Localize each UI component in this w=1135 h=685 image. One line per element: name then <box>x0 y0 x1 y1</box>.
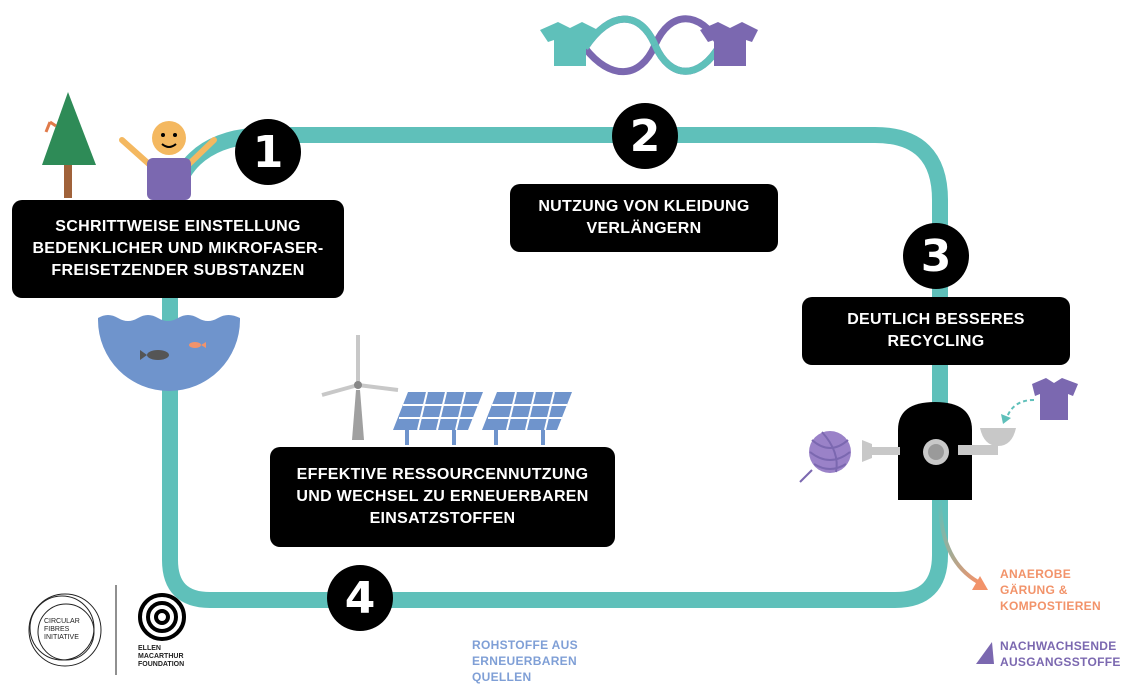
step-3-badge: 3 <box>903 223 969 289</box>
step-3-box: DEUTLICH BESSERES RECYCLING <box>802 297 1070 365</box>
renewable-feedstock-label: NACHWACHSENDE AUSGANGSSTOFFE <box>1000 639 1121 669</box>
person-icon <box>119 121 217 200</box>
emf-logo <box>138 593 186 641</box>
renewable-triangle-icon <box>976 642 994 664</box>
solar-panels-icon <box>393 391 572 445</box>
step-2-number: 2 <box>629 110 661 162</box>
yarn-ball-icon <box>799 431 851 483</box>
emf-logo-text: ELLEN MACARTHUR FOUNDATION <box>138 645 185 668</box>
infinity-shirts-icon <box>540 15 758 76</box>
step-2-text: NUTZUNG VON KLEIDUNG VERLÄNGERN <box>538 198 750 237</box>
step-4-box: EFFEKTIVE RESSOURCENNUTZUNG UND WECHSEL … <box>270 447 615 547</box>
wind-turbine-icon <box>321 335 399 440</box>
step-4-number: 4 <box>344 572 376 624</box>
step-4-badge: 4 <box>327 565 393 631</box>
anaerobic-label: ANAEROBE GÄRUNG & KOMPOSTIEREN <box>1000 567 1101 613</box>
tree-icon <box>42 92 96 198</box>
step-1-text: SCHRITTWEISE EINSTELLUNG BEDENKLICHER UN… <box>32 218 324 279</box>
water-fish-icon <box>98 315 240 391</box>
recycling-machine-icon <box>862 402 1016 500</box>
step-3-number: 3 <box>920 230 952 282</box>
step-3-text: DEUTLICH BESSERES RECYCLING <box>847 311 1025 350</box>
step-2-badge: 2 <box>612 103 678 169</box>
cfi-logo <box>28 593 102 667</box>
step-1-box: SCHRITTWEISE EINSTELLUNG BEDENKLICHER UN… <box>12 200 344 298</box>
renewable-sources-label: ROHSTOFFE AUS ERNEUERBAREN QUELLEN <box>472 638 578 684</box>
output-arrow <box>938 499 980 584</box>
step-4-text: EFFEKTIVE RESSOURCENNUTZUNG UND WECHSEL … <box>296 466 589 527</box>
cfi-logo-text: CIRCULAR FIBRES INITIATIVE <box>44 618 80 641</box>
incoming-shirt-icon <box>1001 378 1078 424</box>
step-1-badge: 1 <box>235 119 301 185</box>
step-1-number: 1 <box>252 126 284 178</box>
step-2-box: NUTZUNG VON KLEIDUNG VERLÄNGERN <box>510 184 778 252</box>
